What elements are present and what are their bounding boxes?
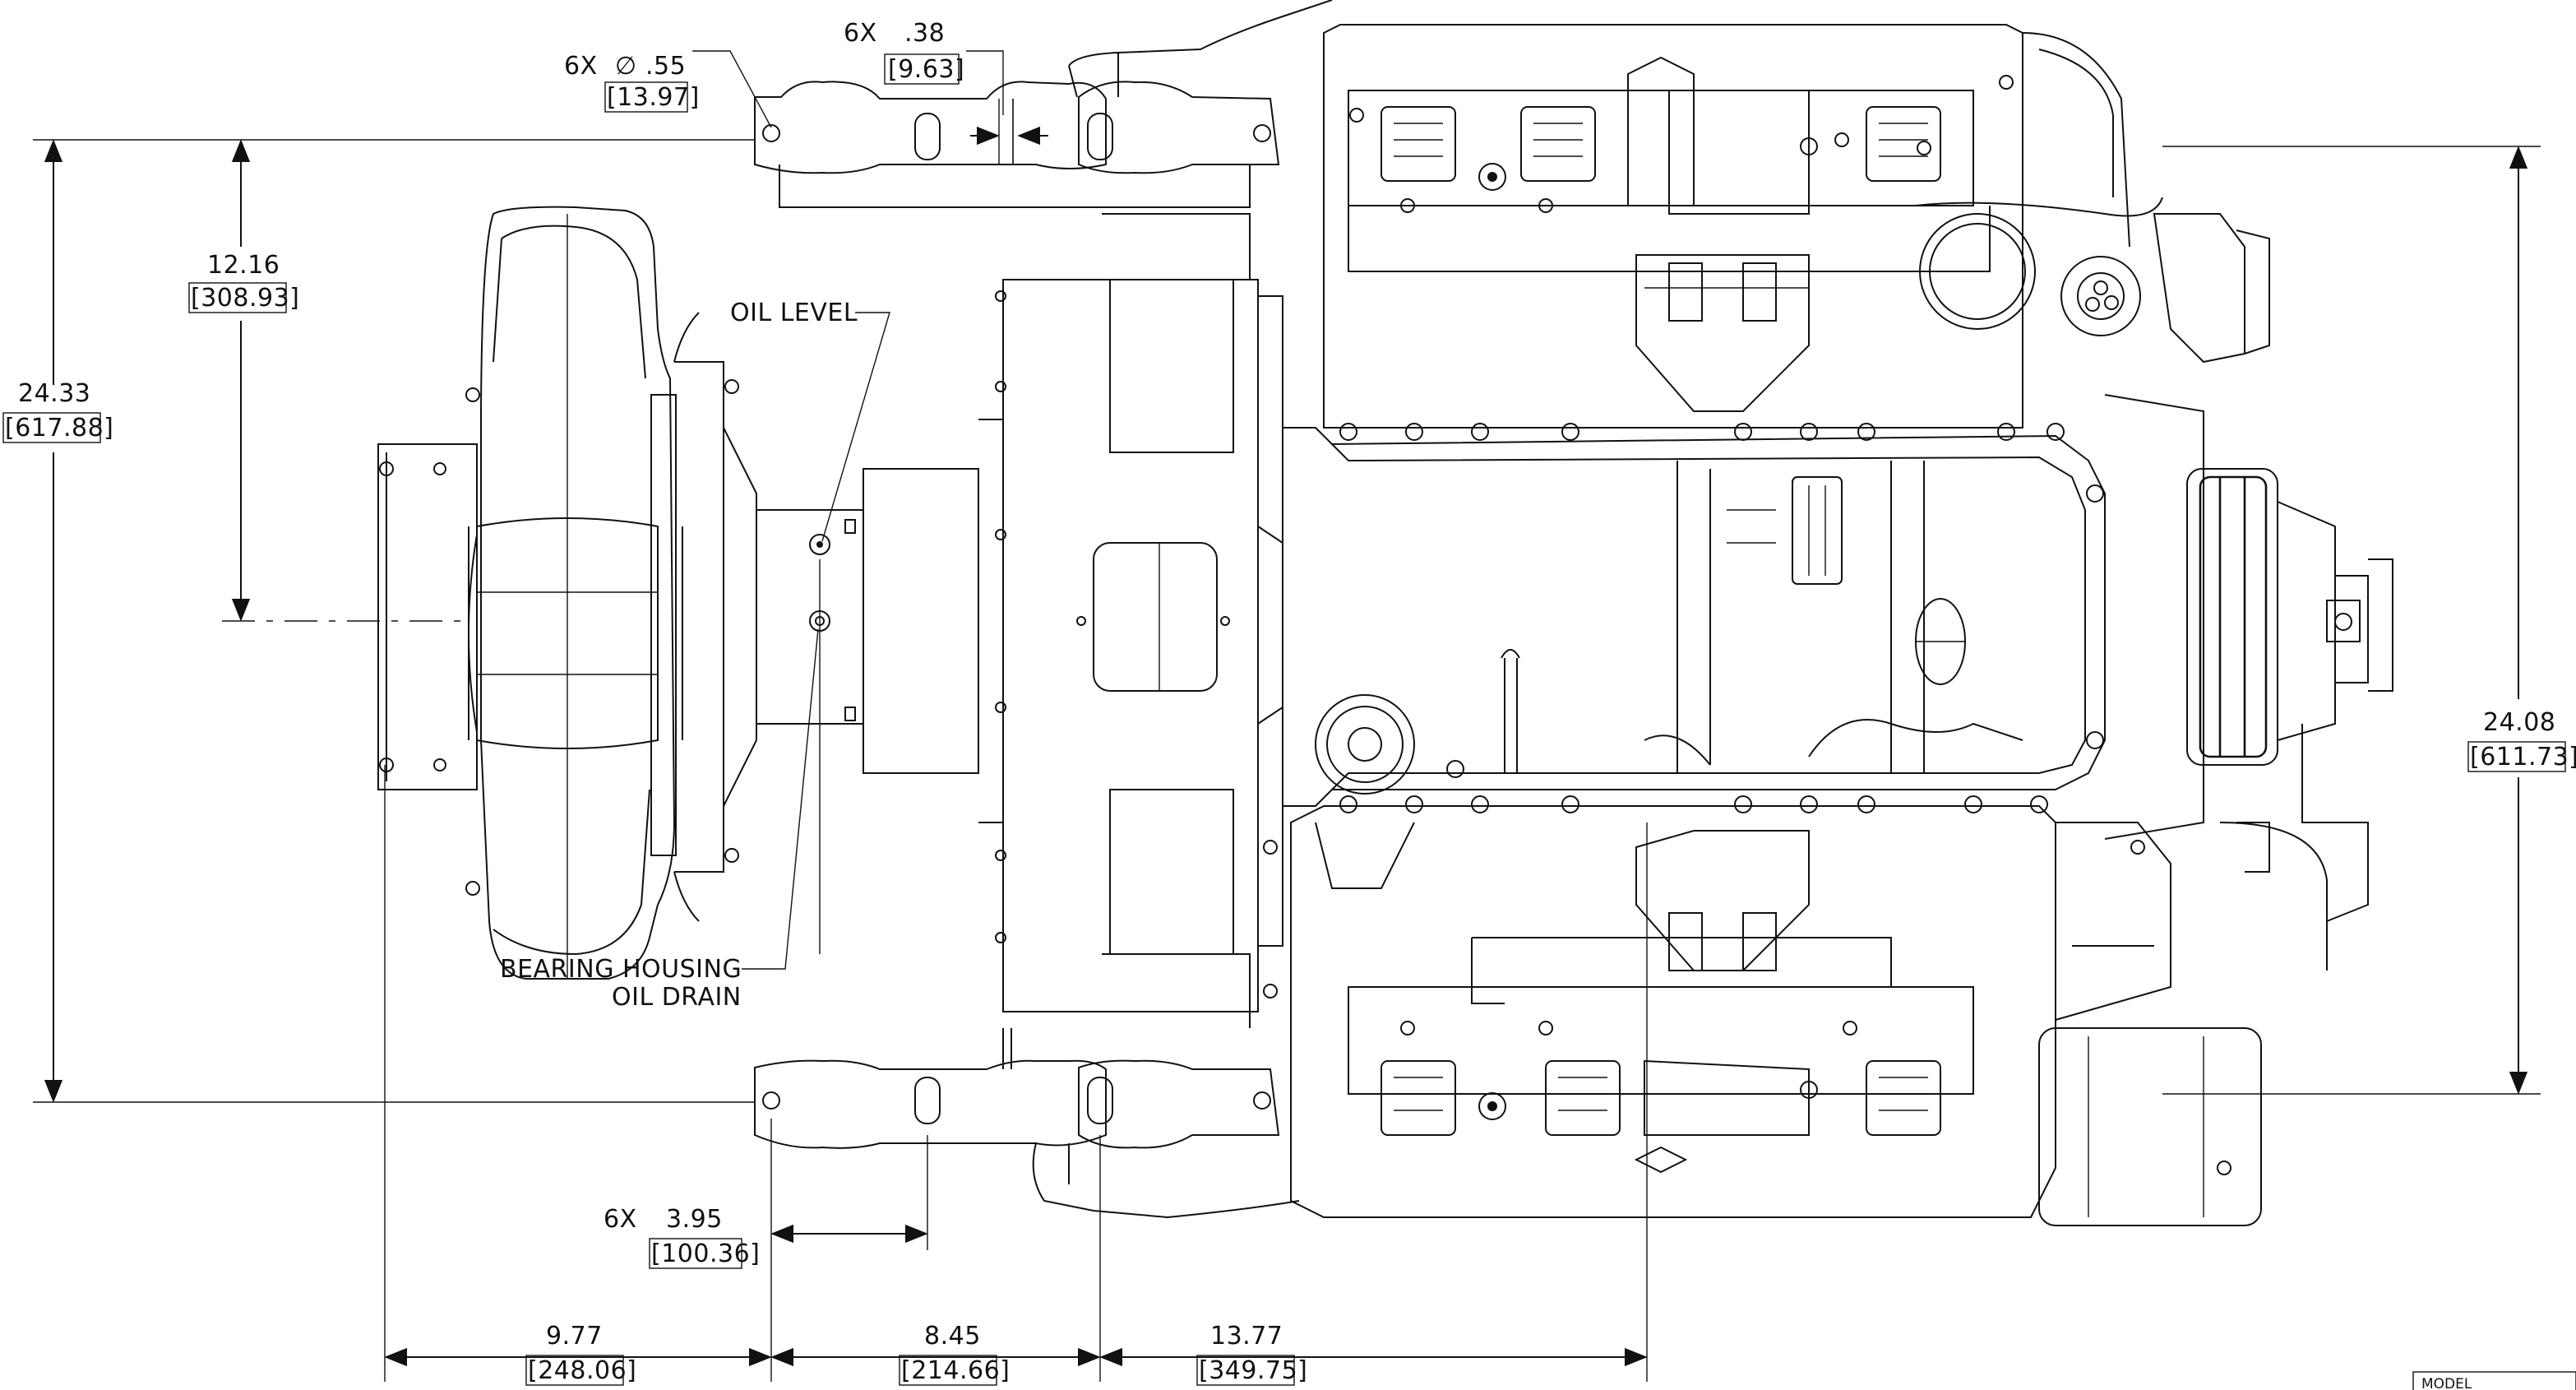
- turbo-to-mount-mm: [248.06]: [528, 1356, 636, 1385]
- turbo-height-mm: [308.93]: [191, 284, 299, 313]
- model-label: MODEL: [2421, 1376, 2472, 1390]
- turbo-height-in: 12.16: [207, 251, 280, 280]
- right-span-mm: [611.73]: [2470, 743, 2576, 771]
- bottom-mount-bracket: [754, 1028, 1280, 1149]
- slot-spacing-mm: [100.36]: [651, 1239, 760, 1268]
- bearing-housing-callout: BEARING HOUSING: [500, 955, 742, 984]
- bracket-thickness-mm: [9.63]: [888, 55, 964, 84]
- mount-to-mount-mm: [214.66]: [901, 1356, 1010, 1385]
- lower-bank-bolts: [1263, 760, 1857, 1036]
- engine-line-art: [377, 0, 2393, 1226]
- bracket-thickness-in: .38: [904, 19, 945, 48]
- overall-span-in: 24.33: [18, 379, 90, 408]
- accessory-drive: [2038, 394, 2393, 1226]
- upper-cylinder-bank: [1323, 24, 2270, 429]
- engine-block: [1282, 423, 2106, 813]
- slot-count-label: 6X: [604, 1205, 637, 1234]
- hole-diameter-mm: [13.97]: [607, 83, 700, 112]
- overall-span-mm: [617.88]: [5, 414, 113, 442]
- title-block: MODEL: [2412, 1371, 2576, 1390]
- dimension-lines: [33, 50, 2541, 1382]
- pan-bolts: [1339, 423, 2104, 813]
- turbo-to-mount-in: 9.77: [546, 1322, 603, 1351]
- bearing-housing: [756, 419, 1004, 823]
- bracket-count-label: 6X: [844, 19, 877, 48]
- hole-count-label: 6X: [564, 52, 598, 81]
- top-mount-bracket: [754, 81, 1280, 208]
- right-span-in: 24.08: [2483, 708, 2555, 737]
- adapter-plate: [995, 213, 1283, 1028]
- mount-to-crank-mm: [349.75]: [1199, 1356, 1307, 1385]
- mount-to-crank-in: 13.77: [1210, 1322, 1283, 1351]
- diameter-symbol-icon: ∅: [615, 52, 637, 81]
- oil-level-callout: OIL LEVEL: [730, 299, 858, 327]
- upper-bank-bolts: [1349, 75, 2014, 213]
- lower-cylinder-bank: [1263, 649, 2056, 1218]
- hole-diameter-in: .55: [645, 52, 686, 81]
- oil-drain-callout: OIL DRAIN: [612, 983, 742, 1012]
- center-lines: [222, 559, 821, 954]
- mount-to-mount-in: 8.45: [924, 1322, 981, 1351]
- dimension-labels: 6X ∅ .55 [13.97] 6X .38 [9.63] 12.16 [30…: [2, 19, 2576, 1386]
- turbocharger: [377, 206, 757, 980]
- bottom-outlet-pipe: [1032, 1142, 1300, 1219]
- slot-spacing-in: 3.95: [666, 1205, 723, 1234]
- top-outlet-pipe: [1068, 0, 1333, 98]
